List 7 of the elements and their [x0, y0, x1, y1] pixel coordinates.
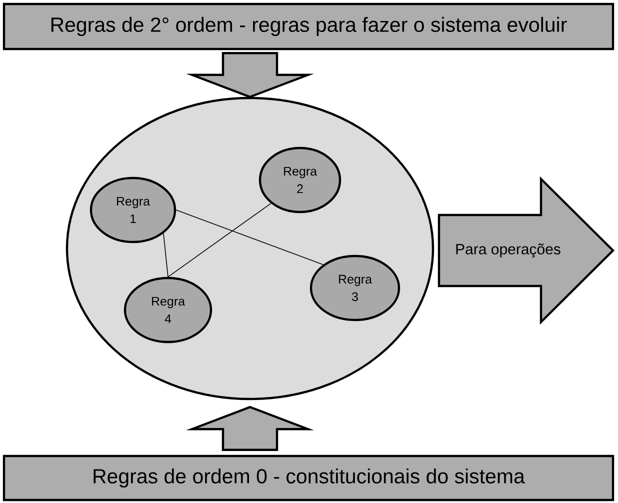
block-arrow — [186, 406, 314, 451]
block-arrow — [186, 52, 314, 98]
banner-box: Regras de ordem 0 - constitucionais do sistema — [2, 454, 614, 502]
banner-box: Regras de 2° ordem - regras para fazer o sistema evoluir — [2, 2, 614, 50]
connector-line — [168, 203, 272, 278]
connector-line — [176, 210, 324, 265]
connector-line — [163, 233, 168, 278]
